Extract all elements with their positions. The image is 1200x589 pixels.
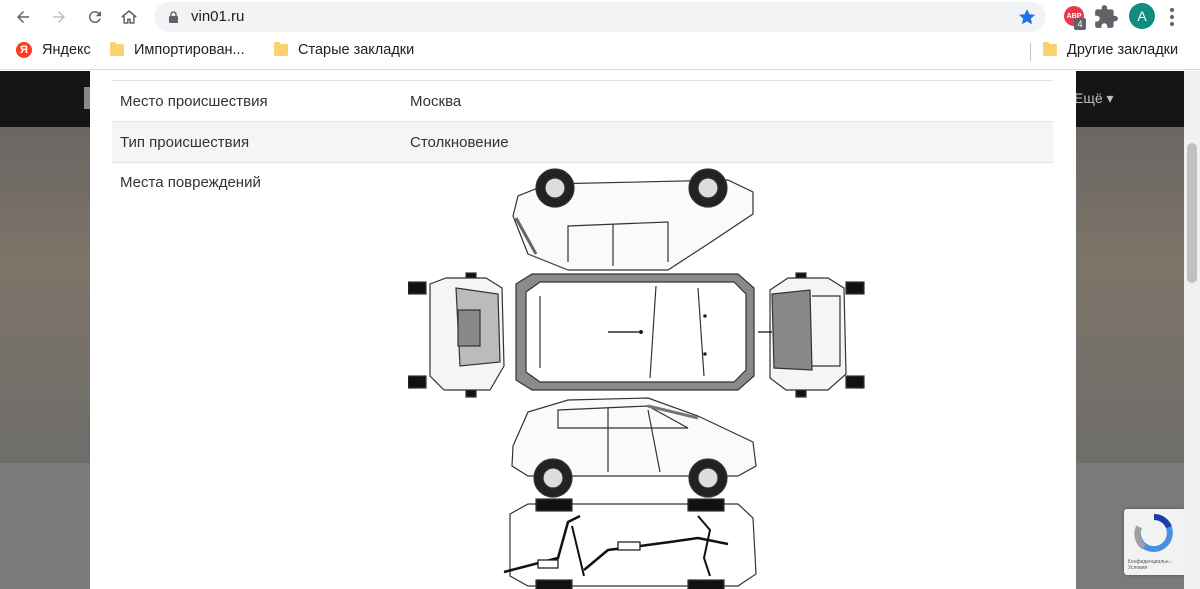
- reload-icon: [88, 11, 101, 24]
- bookmark-imported[interactable]: Импортирован...: [110, 42, 245, 58]
- recaptcha-icon: [1134, 513, 1173, 552]
- bookmarks-bar: Я Яндекс Импортирован... Старые закладки…: [0, 34, 1200, 70]
- adblock-count-badge: 4: [1074, 18, 1086, 30]
- address-bar[interactable]: vin01.ru: [154, 2, 1046, 32]
- incident-place-label: Место происшествия: [120, 93, 268, 110]
- car-top-view: [515, 273, 755, 391]
- arrow-left-icon: [17, 11, 29, 23]
- incident-type-value: Столкновение: [410, 134, 509, 151]
- folder-icon: [1043, 42, 1057, 56]
- yandex-icon: Я: [16, 42, 32, 58]
- car-rear-view: [408, 272, 505, 398]
- scrollbar-thumb[interactable]: [1187, 143, 1197, 283]
- nav-item-fragment: [84, 87, 90, 109]
- car-underbody-view: [503, 498, 757, 589]
- table-row: Тип происшествия Столкновение: [112, 121, 1053, 162]
- browser-toolbar: vin01.ru ABP 4 A: [0, 0, 1200, 34]
- car-side-view-top: [512, 168, 754, 271]
- reload-button[interactable]: [82, 4, 108, 30]
- home-icon: [121, 10, 137, 24]
- back-button[interactable]: [10, 4, 36, 30]
- url-text: vin01.ru: [191, 8, 245, 25]
- bookmark-star-icon[interactable]: [1017, 7, 1037, 27]
- car-front-view: [758, 272, 865, 398]
- folder-icon: [274, 42, 288, 56]
- lock-icon: [169, 11, 178, 23]
- table-row: Места повреждений: [112, 162, 1053, 589]
- incident-type-label: Тип происшествия: [120, 134, 250, 151]
- report-modal: Место происшествия Москва Тип происшеств…: [90, 71, 1076, 589]
- damage-places-label: Места повреждений: [120, 174, 261, 191]
- car-side-view-bottom: [511, 397, 757, 498]
- table-row: Место происшествия Москва: [112, 80, 1053, 121]
- recaptcha-badge[interactable]: Конфиденциальн... Условия: [1124, 509, 1184, 575]
- bookmark-yandex[interactable]: Я Яндекс: [16, 42, 91, 58]
- page-scrollbar[interactable]: [1184, 71, 1200, 589]
- forward-button[interactable]: [46, 4, 72, 30]
- nav-more-menu[interactable]: Ещё ▾: [1074, 90, 1114, 106]
- folder-icon: [110, 42, 124, 56]
- bookmarks-separator: [1030, 43, 1031, 61]
- profile-avatar[interactable]: A: [1129, 3, 1155, 29]
- incident-place-value: Москва: [410, 93, 462, 110]
- puzzle-extensions-icon[interactable]: [1093, 4, 1119, 30]
- bookmark-old[interactable]: Старые закладки: [274, 42, 414, 58]
- arrow-right-icon: [53, 11, 65, 23]
- car-damage-diagram: [408, 168, 865, 589]
- bookmark-other[interactable]: Другие закладки: [1043, 42, 1178, 58]
- recaptcha-links[interactable]: Конфиденциальн... Условия: [1128, 559, 1173, 571]
- home-button[interactable]: [116, 4, 142, 30]
- more-vertical-icon[interactable]: [1162, 6, 1182, 28]
